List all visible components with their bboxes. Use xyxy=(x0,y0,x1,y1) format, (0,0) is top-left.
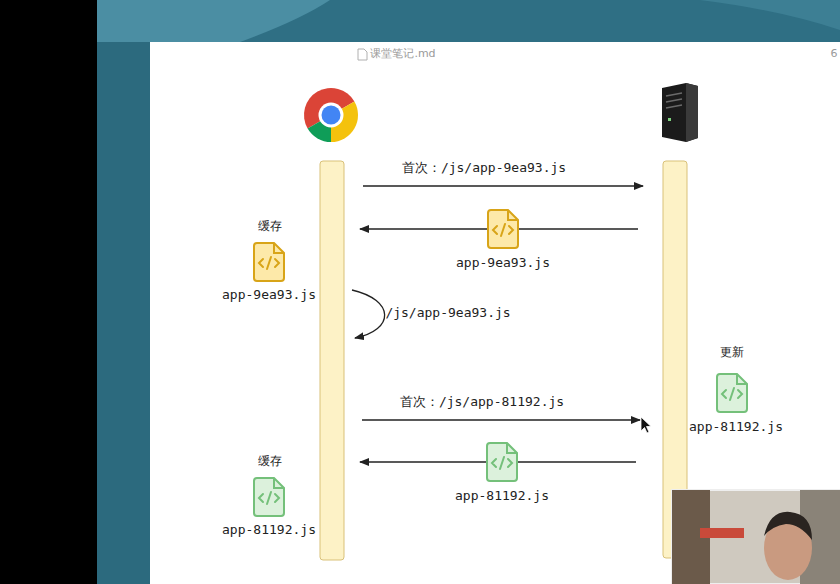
doc-icon xyxy=(358,49,367,60)
window-title: 课堂笔记.md xyxy=(370,47,435,60)
js-file-icon xyxy=(488,210,518,248)
cache-heading: 缓存 xyxy=(258,219,282,233)
cache-hit-arrow xyxy=(352,290,385,338)
server-side xyxy=(686,83,698,142)
note-panel xyxy=(150,42,840,584)
desktop-wave xyxy=(700,0,840,30)
webcam-hair xyxy=(764,512,812,540)
request-arrow xyxy=(363,185,643,186)
js-file-icon xyxy=(254,243,284,281)
browser-lifeline xyxy=(320,161,344,560)
webcam-frame xyxy=(672,490,840,584)
server-slots xyxy=(666,93,682,108)
js-file-icon xyxy=(254,478,284,516)
js-file-icon xyxy=(487,443,517,481)
server-icon xyxy=(662,83,698,142)
cache-heading: 缓存 xyxy=(258,454,282,468)
request-label: /js/app-9ea93.js xyxy=(385,305,510,321)
server-led xyxy=(668,118,671,121)
file-name: app-9ea93.js xyxy=(456,255,550,271)
desktop-wave xyxy=(97,0,330,42)
page-number: 6 xyxy=(831,47,838,60)
file-name: app-81192.js xyxy=(222,522,316,538)
left-strip xyxy=(0,0,97,584)
server-body xyxy=(662,83,698,142)
chrome-logo xyxy=(304,88,358,142)
desktop-top xyxy=(97,0,840,42)
request-arrow xyxy=(362,419,640,420)
chrome-center xyxy=(322,106,341,125)
js-file-icon xyxy=(717,374,747,412)
request-label: 首次：/js/app-9ea93.js xyxy=(402,160,566,176)
file-name: app-81192.js xyxy=(689,419,783,435)
webcam-object xyxy=(700,528,744,538)
request-label: 首次：/js/app-81192.js xyxy=(400,394,564,410)
file-name: app-81192.js xyxy=(455,488,549,504)
webcam-view xyxy=(672,490,840,584)
chrome-ring xyxy=(319,103,344,128)
update-heading: 更新 xyxy=(720,345,744,359)
file-name: app-9ea93.js xyxy=(222,287,316,303)
mouse-cursor xyxy=(641,417,651,433)
